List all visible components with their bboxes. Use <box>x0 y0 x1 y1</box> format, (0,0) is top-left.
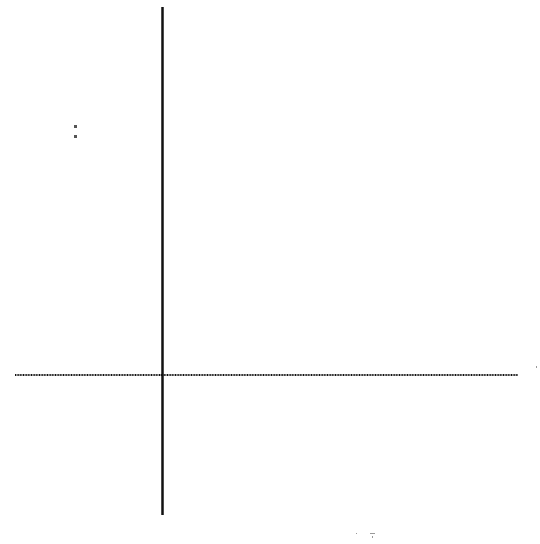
axis-end-speck <box>536 366 537 368</box>
lower-tick-mark <box>74 135 77 138</box>
upper-tick-mark <box>74 125 77 128</box>
bottom-speck <box>356 533 357 534</box>
bottom-speck <box>372 536 373 538</box>
bottom-speck <box>370 533 375 534</box>
